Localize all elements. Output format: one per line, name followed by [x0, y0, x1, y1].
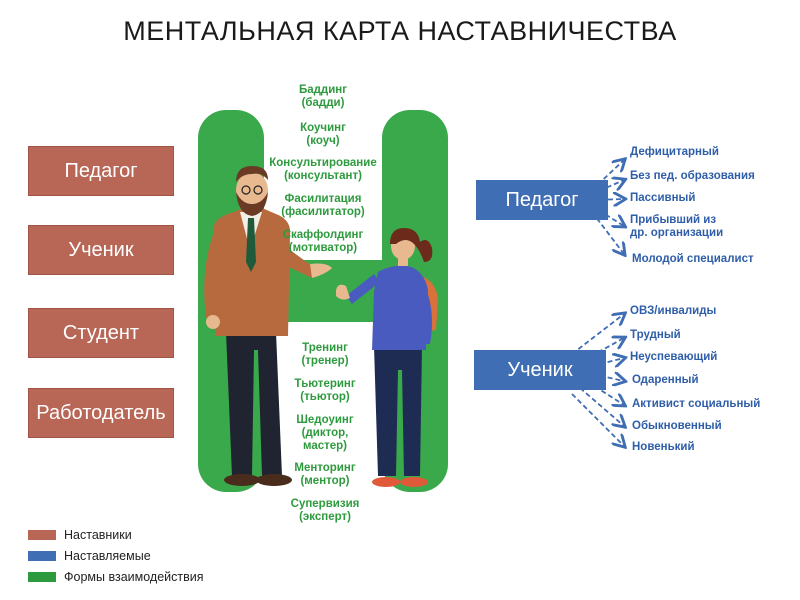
- mentor-student-pupil: Ученик: [28, 225, 174, 275]
- form-label: Тренинг(тренер): [301, 342, 349, 367]
- form-label: Скаффолдинг(мотиватор): [282, 229, 364, 254]
- form-label: Тьютеринг(тьютор): [294, 378, 356, 403]
- mentor-employer: Работодатель: [28, 388, 174, 438]
- student-type-label: ОВЗ/инвалиды: [630, 305, 717, 317]
- form-label: Фасилитация(фасилитатор): [281, 193, 365, 218]
- teacher-type-label: Дефицитарный: [630, 146, 719, 158]
- arrow-teacher-3: [591, 199, 624, 200]
- teacher-type-label: Без пед. образования: [630, 170, 755, 182]
- student-type-label: Обыкновенный: [632, 420, 722, 432]
- arrow-student-6: [579, 387, 624, 426]
- arrow-student-4: [591, 374, 624, 381]
- student-type-label: Трудный: [630, 329, 681, 341]
- mentor-teacher: Педагог: [28, 146, 174, 196]
- legend-label: Наставники: [64, 528, 132, 542]
- woman-figure-icon: [336, 228, 438, 487]
- man-figure-icon: [204, 166, 332, 486]
- legend-swatch: [28, 551, 56, 561]
- legend-item-forms: Формы взаимодействия: [28, 570, 204, 584]
- legend-item-mentors: Наставники: [28, 528, 132, 542]
- legend-label: Наставляемые: [64, 549, 151, 563]
- student-type-label: Одаренный: [632, 374, 699, 386]
- mentee-student: Ученик: [474, 350, 606, 390]
- arrow-student-1: [571, 314, 624, 355]
- student-type-label: Активист социальный: [632, 398, 761, 410]
- form-label: Менторинг(ментор): [294, 462, 356, 487]
- page-title: МЕНТАЛЬНАЯ КАРТА НАСТАВНИЧЕСТВА: [123, 16, 677, 46]
- legend-item-mentees: Наставляемые: [28, 549, 151, 563]
- arrow-student-5: [587, 381, 624, 405]
- mentor-university-student: Студент: [28, 308, 174, 358]
- arrow-student-3: [591, 358, 624, 366]
- arrow-teacher-4: [591, 205, 624, 226]
- form-label: Супервизия(эксперт): [290, 498, 360, 523]
- form-label: Баддинг(бадди): [298, 84, 348, 109]
- form-label: Шедоуинг(диктор,мастер): [296, 414, 354, 452]
- mentee-teacher: Педагог: [476, 180, 608, 220]
- student-type-label: Новенький: [632, 441, 695, 453]
- legend-label: Формы взаимодействия: [64, 570, 204, 584]
- teacher-type-label: Молодой специалист: [632, 253, 754, 265]
- teacher-type-label: Пассивный: [630, 192, 696, 204]
- legend-swatch: [28, 572, 56, 582]
- arrow-student-7: [571, 393, 624, 446]
- student-type-label: Неуспевающий: [630, 351, 718, 363]
- arrow-teacher-2: [591, 180, 624, 195]
- legend-swatch: [28, 530, 56, 540]
- form-label: Коучинг(коуч): [300, 122, 346, 147]
- arrow-teacher-1: [591, 160, 624, 191]
- form-label: Консультирование(консультант): [269, 157, 377, 182]
